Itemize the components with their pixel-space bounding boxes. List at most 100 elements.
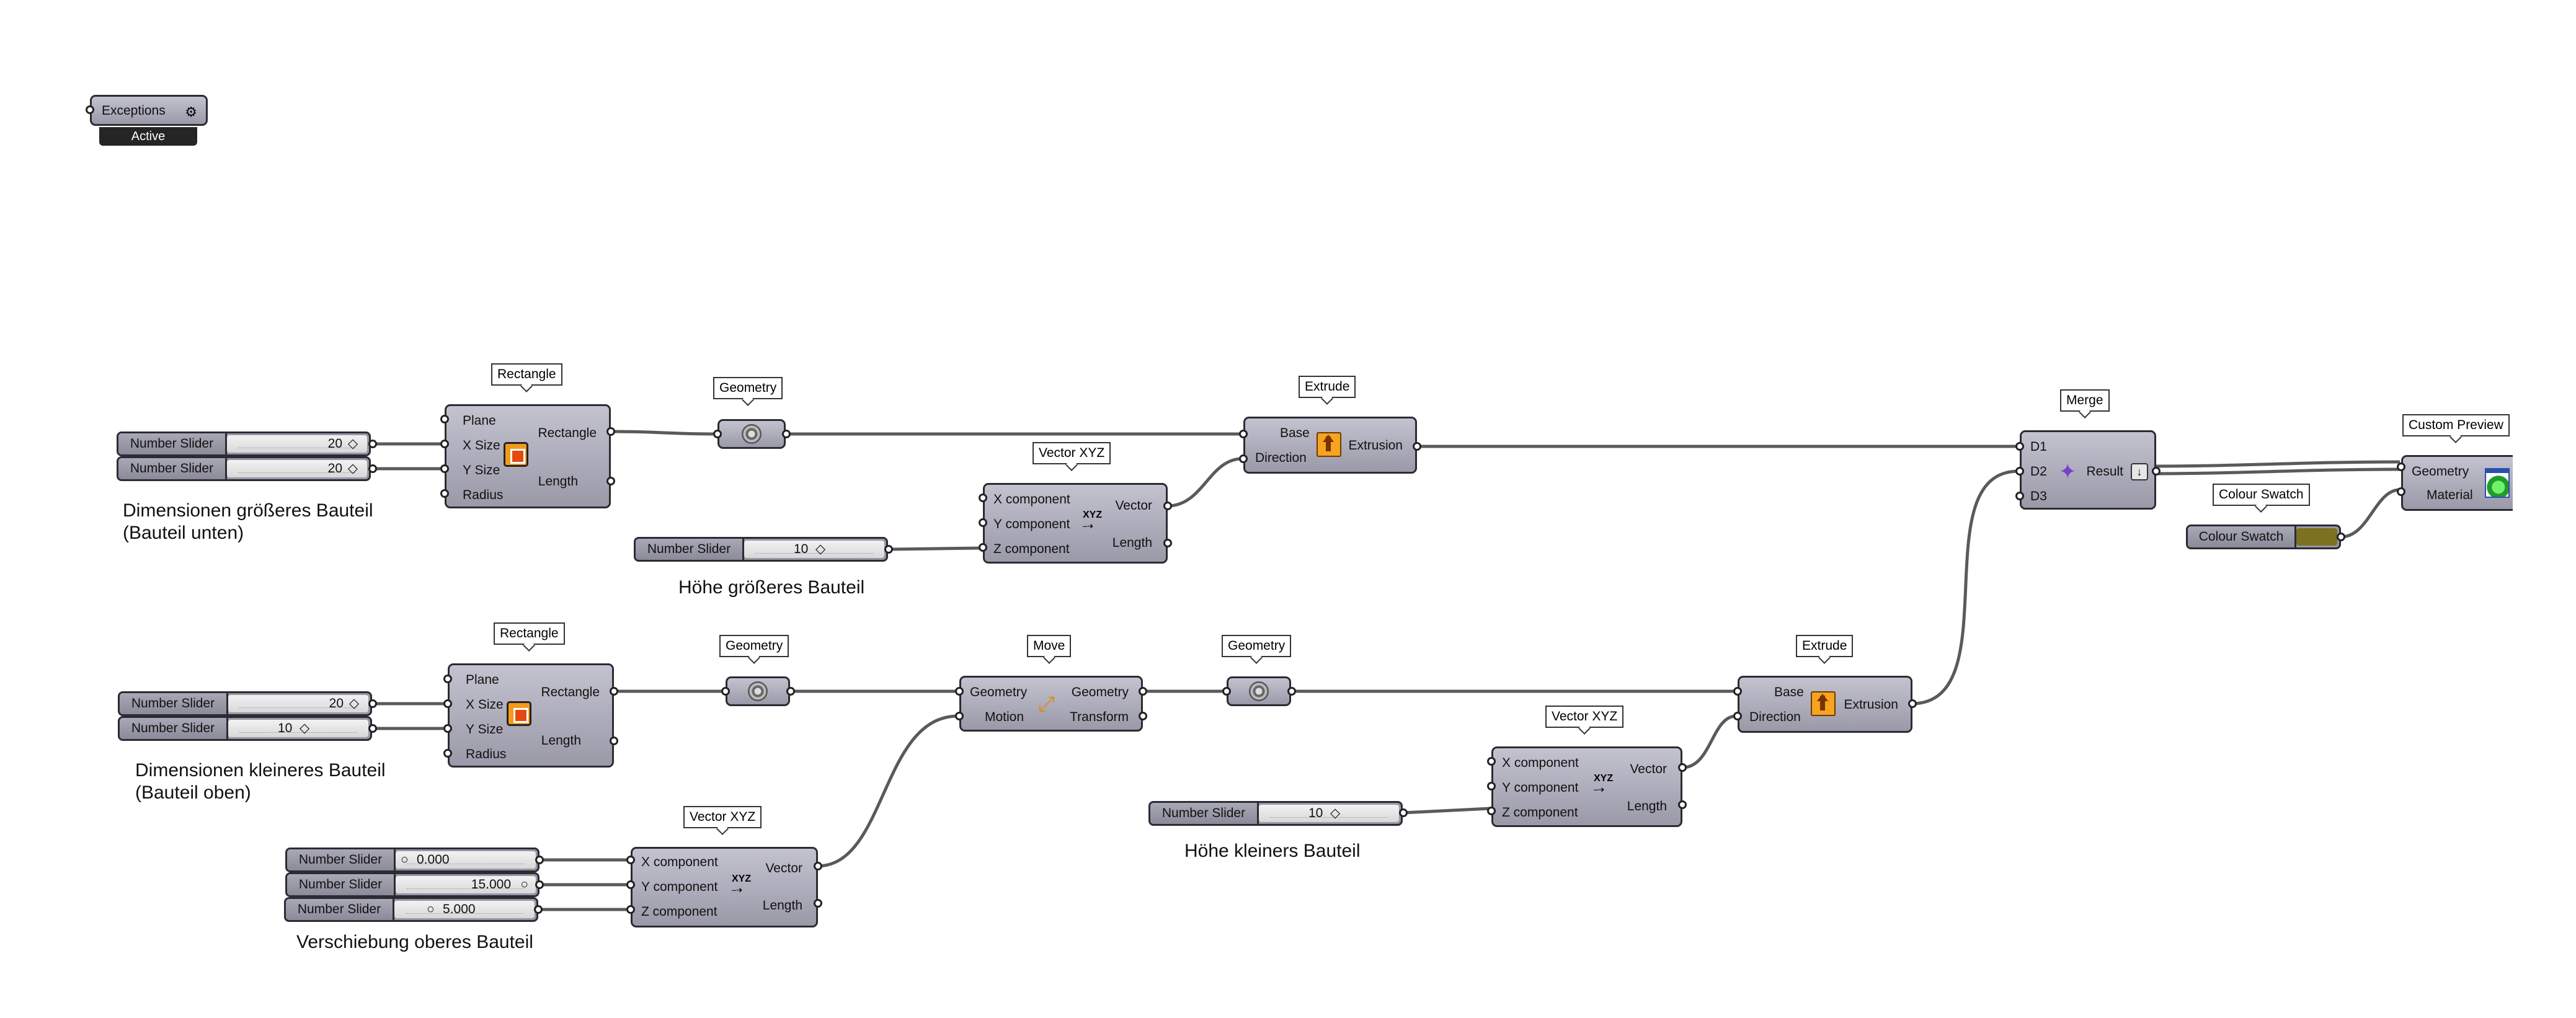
port-dot[interactable] <box>2397 487 2405 496</box>
port-dot[interactable] <box>1222 687 1231 696</box>
port-dot[interactable] <box>1399 808 1408 817</box>
flatten-icon[interactable]: ↓ <box>2131 463 2148 480</box>
port-dot[interactable] <box>1733 712 1742 720</box>
slider-handle[interactable]: ○ <box>427 902 435 916</box>
port-dot[interactable] <box>1487 807 1496 815</box>
port-dot[interactable] <box>368 724 377 733</box>
port-dot[interactable] <box>610 687 618 696</box>
geometry-param-2[interactable] <box>726 676 790 706</box>
port-dot[interactable] <box>713 430 722 438</box>
port-dot[interactable] <box>626 880 635 889</box>
port-dot[interactable] <box>535 880 544 889</box>
port-dot[interactable] <box>443 699 452 708</box>
port-dot[interactable] <box>782 430 791 438</box>
move-component[interactable]: Geometry Motion ⤢ Geometry Transform <box>959 676 1143 732</box>
swatch-colour[interactable] <box>2296 528 2337 546</box>
port-dot[interactable] <box>1139 687 1147 696</box>
slider-handle[interactable]: ○ <box>401 852 409 867</box>
port-dot[interactable] <box>721 687 730 696</box>
vector-xyz-component-2[interactable]: X component Y component Z component XYZ⤍… <box>1491 746 1682 827</box>
slider-handle[interactable]: ◇ <box>300 721 310 735</box>
port-dot[interactable] <box>1139 712 1147 720</box>
port-dot[interactable] <box>1678 800 1687 809</box>
port-dot[interactable] <box>440 464 449 473</box>
slider-track[interactable]: 10◇ <box>1259 805 1399 822</box>
port-dot[interactable] <box>368 464 377 473</box>
port-dot[interactable] <box>2337 533 2345 541</box>
port-dot[interactable] <box>979 494 987 502</box>
port-dot[interactable] <box>814 862 822 870</box>
port-dot[interactable] <box>610 737 618 745</box>
rectangle-component-1[interactable]: Plane X Size Y Size Radius Rectangle Len… <box>445 404 611 508</box>
rectangle-component-2[interactable]: Plane X Size Y Size Radius Rectangle Len… <box>448 663 614 768</box>
port-dot[interactable] <box>606 427 615 436</box>
slider-handle[interactable]: ◇ <box>349 696 359 710</box>
slider-handle[interactable]: ◇ <box>1330 806 1341 820</box>
slider-track[interactable]: 20◇ <box>227 460 367 477</box>
vector-xyz-component-1[interactable]: X component Y component Z component XYZ⤍… <box>983 483 1168 564</box>
slider-track[interactable]: 10◇ <box>744 541 884 558</box>
number-slider-move-z[interactable]: Number Slider ○5.000 <box>284 897 538 922</box>
extrude-component-1[interactable]: Base Direction Extrusion <box>1243 417 1417 474</box>
number-slider-rect2-y[interactable]: Number Slider 10◇ <box>118 716 372 741</box>
port-dot[interactable] <box>1287 687 1296 696</box>
port-dot[interactable] <box>443 749 452 758</box>
port-dot[interactable] <box>1163 539 1172 547</box>
port-dot[interactable] <box>2397 463 2405 471</box>
slider-track[interactable]: ○0.000 <box>396 851 536 869</box>
port-dot[interactable] <box>2152 467 2161 476</box>
slider-handle[interactable]: ◇ <box>347 461 358 476</box>
port-dot[interactable] <box>606 477 615 485</box>
number-slider-rect1-y[interactable]: Number Slider 20◇ <box>117 456 371 481</box>
port-dot[interactable] <box>626 905 635 914</box>
extrude-component-2[interactable]: Base Direction Extrusion <box>1738 676 1912 733</box>
slider-track[interactable]: 20◇ <box>227 435 367 453</box>
geometry-param-1[interactable] <box>717 419 786 449</box>
port-dot[interactable] <box>1163 502 1172 510</box>
port-dot[interactable] <box>2015 492 2024 500</box>
merge-component[interactable]: D1 D2 D3 ✦ Result ↓ <box>2020 430 2156 510</box>
port-dot[interactable] <box>884 545 893 554</box>
port-dot[interactable] <box>814 899 822 908</box>
port-dot[interactable] <box>440 489 449 498</box>
slider-track[interactable]: 10◇ <box>228 720 368 737</box>
port-dot[interactable] <box>440 440 449 448</box>
port-dot[interactable] <box>979 543 987 552</box>
port-dot[interactable] <box>1239 454 1248 463</box>
slider-track[interactable]: ○5.000 <box>394 901 535 918</box>
slider-track[interactable]: 15.000○ <box>396 876 536 893</box>
exceptions-input-port[interactable] <box>86 105 94 114</box>
port-dot[interactable] <box>2015 467 2024 476</box>
port-dot[interactable] <box>979 518 987 527</box>
slider-track[interactable]: 20◇ <box>228 695 368 712</box>
port-dot[interactable] <box>440 415 449 423</box>
number-slider-rect1-x[interactable]: Number Slider 20◇ <box>117 432 371 456</box>
exceptions-component[interactable]: Exceptions ⚙ <box>90 95 208 126</box>
custom-preview-component[interactable]: Geometry Material <box>2401 455 2513 511</box>
number-slider-height-small[interactable]: Number Slider 10◇ <box>1148 801 1403 826</box>
port-dot[interactable] <box>626 856 635 864</box>
port-dot[interactable] <box>1239 430 1248 438</box>
port-dot[interactable] <box>1487 782 1496 790</box>
geometry-param-3[interactable] <box>1227 676 1291 706</box>
port-dot[interactable] <box>368 699 377 708</box>
port-dot[interactable] <box>1487 757 1496 766</box>
port-dot[interactable] <box>1413 442 1421 451</box>
slider-handle[interactable]: ○ <box>520 877 528 892</box>
port-dot[interactable] <box>955 687 964 696</box>
number-slider-move-y[interactable]: Number Slider 15.000○ <box>285 872 540 897</box>
port-dot[interactable] <box>786 687 795 696</box>
port-dot[interactable] <box>1733 687 1742 696</box>
colour-swatch-component[interactable]: Colour Swatch <box>2186 524 2341 549</box>
port-dot[interactable] <box>955 712 964 720</box>
number-slider-height-big[interactable]: Number Slider 10◇ <box>634 537 888 562</box>
port-dot[interactable] <box>443 675 452 683</box>
port-dot[interactable] <box>1678 763 1687 772</box>
slider-handle[interactable]: ◇ <box>347 436 358 451</box>
slider-handle[interactable]: ◇ <box>815 542 826 556</box>
port-dot[interactable] <box>443 724 452 733</box>
port-dot[interactable] <box>368 440 377 448</box>
number-slider-rect2-x[interactable]: Number Slider 20◇ <box>118 691 372 716</box>
port-dot[interactable] <box>2015 442 2024 451</box>
port-dot[interactable] <box>534 905 543 914</box>
